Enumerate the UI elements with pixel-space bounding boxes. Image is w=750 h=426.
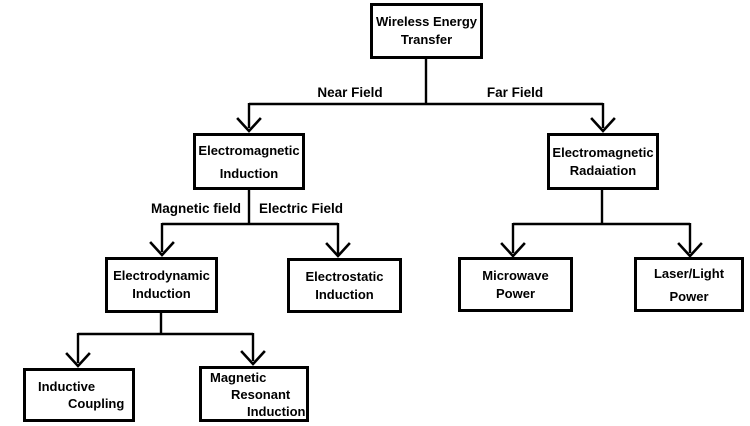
node-line: Electromagnetic	[198, 142, 300, 158]
node-line: Electrodynamic	[113, 268, 210, 283]
arrow-down-icon	[149, 241, 175, 257]
node-line: Laser/Light	[653, 265, 725, 281]
arrow-down-icon	[65, 352, 91, 368]
node-line: Wireless Energy	[375, 14, 478, 29]
node-line: Induction	[219, 165, 279, 181]
node-line: Inductive	[38, 379, 96, 394]
node-electromagnetic-induction: Electromagnetic Induction	[193, 133, 305, 190]
node-inductive-coupling: Inductive Coupling	[23, 368, 135, 422]
edge-label-near-field: Near Field	[317, 85, 383, 100]
node-microwave-power: Microwave Power	[458, 257, 573, 312]
arrow-down-icon	[500, 242, 526, 258]
node-line: Transfer	[400, 32, 453, 47]
node-line: Induction	[132, 286, 191, 301]
node-line: Magnetic	[210, 369, 267, 385]
node-line: Induction	[247, 403, 306, 419]
edge-label-magnetic-field: Magnetic field	[150, 201, 241, 216]
node-wireless-energy-transfer: Wireless Energy Transfer	[370, 3, 483, 59]
node-line: Power	[669, 288, 709, 304]
edge-label-electric-field: Electric Field	[259, 201, 344, 216]
node-electromagnetic-radiation: Electromagnetic Radaiation	[547, 133, 659, 190]
arrow-down-icon	[240, 350, 266, 366]
arrow-down-icon	[677, 242, 703, 258]
node-line: Electrostatic	[305, 268, 384, 284]
tree-edges	[76, 59, 692, 363]
node-electrodynamic-induction: Electrodynamic Induction	[105, 257, 218, 313]
node-line: Resonant	[231, 386, 291, 402]
arrow-down-icon	[590, 117, 616, 133]
node-line: Coupling	[68, 396, 125, 411]
node-line: Power	[495, 285, 535, 301]
node-line: Electromagnetic	[552, 144, 654, 160]
edge-label-far-field: Far Field	[486, 85, 544, 100]
node-line: Induction	[315, 286, 374, 302]
node-magnetic-resonant-induction: Magnetic Resonant Induction	[199, 366, 309, 422]
node-electrostatic-induction: Electrostatic Induction	[287, 258, 402, 313]
node-laser-light-power: Laser/Light Power	[634, 257, 744, 312]
node-line: Radaiation	[569, 162, 637, 178]
node-line: Microwave	[482, 267, 549, 283]
arrow-down-icon	[325, 242, 351, 258]
arrow-down-icon	[236, 117, 262, 133]
